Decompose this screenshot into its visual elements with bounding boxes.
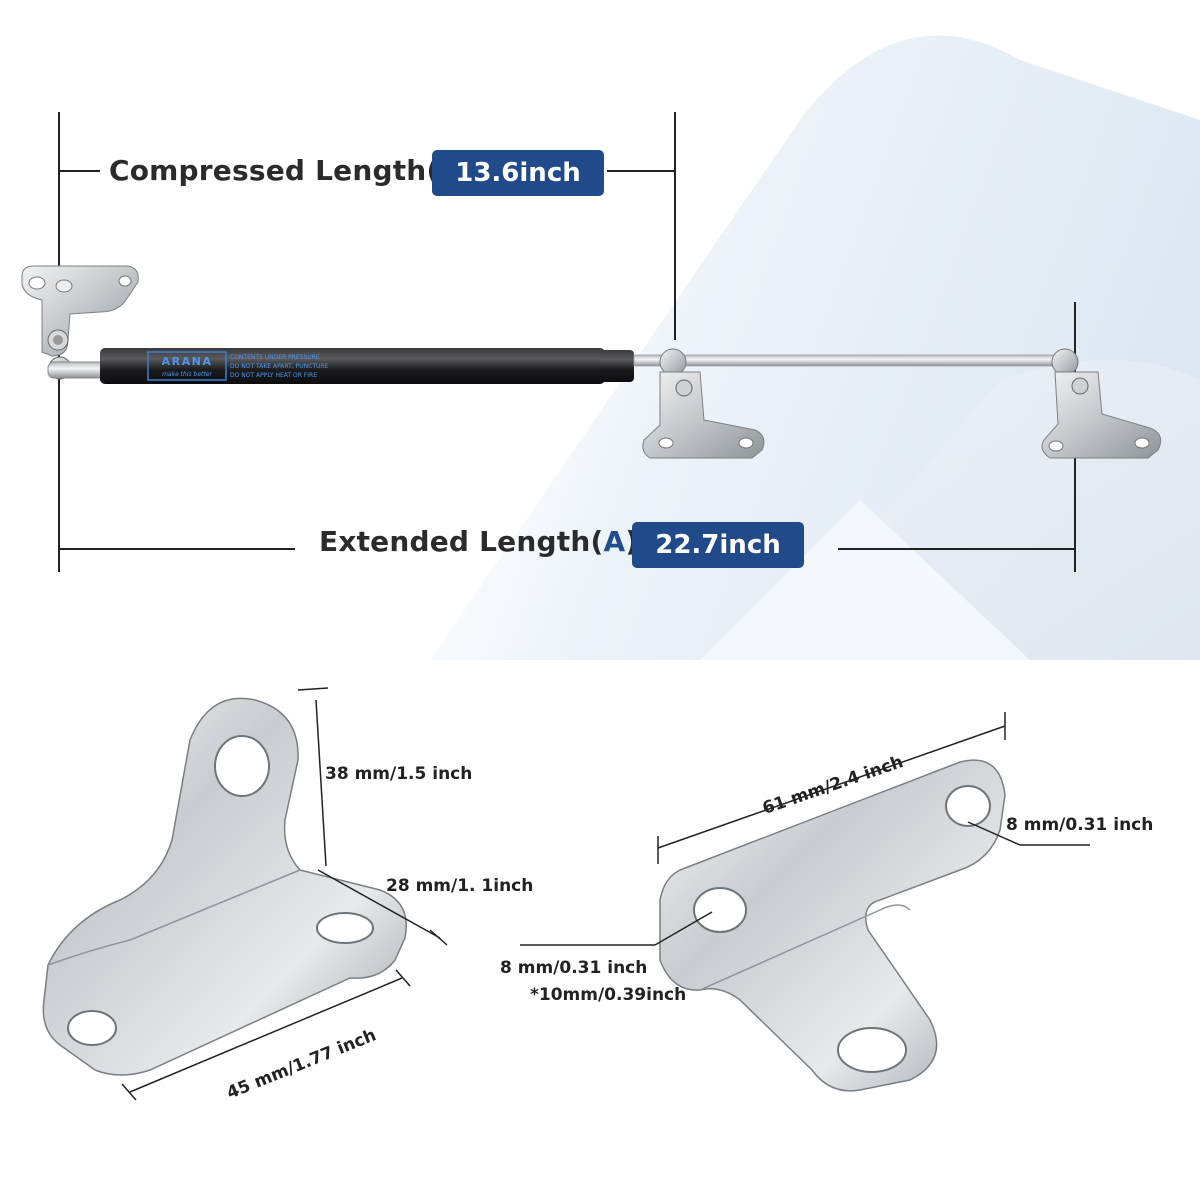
right-bracket-large-hole-label-2: *10mm/0.39inch <box>530 985 687 1005</box>
strut-diagram: ARANA make this better CONTENTS UNDER PR… <box>21 112 1162 572</box>
strut-warning-1: CONTENTS UNDER PRESSURE <box>230 354 320 361</box>
compressed-length-badge: 13.6inch <box>432 150 604 196</box>
strut-warning-3: DO NOT APPLY HEAT OR FIRE <box>230 372 317 379</box>
right-bracket-small-hole-label: 8 mm/0.31 inch <box>1006 815 1154 835</box>
right-mount-bracket <box>1041 348 1162 459</box>
extended-letter: A <box>603 525 626 558</box>
left-bracket-depth-label: 28 mm/1. 1inch <box>386 876 534 896</box>
extended-length-label: Extended Length(A) <box>319 525 638 558</box>
right-bracket-large-hole-label-1: 8 mm/0.31 inch <box>500 958 648 978</box>
left-bracket-detail <box>42 697 407 1076</box>
strut-brand: ARANA <box>162 355 213 368</box>
right-bracket-detail <box>659 759 1006 1092</box>
strut-warning-2: DO NOT TAKE APART, PUNCTURE <box>230 363 329 370</box>
strut-tagline: make this better <box>162 371 212 378</box>
left-mount-bracket <box>21 265 139 380</box>
gas-strut-cylinder: ARANA make this better CONTENTS UNDER PR… <box>100 348 634 384</box>
left-bracket-height-label: 38 mm/1.5 inch <box>325 764 473 784</box>
middle-mount-bracket <box>642 348 765 459</box>
extended-length-badge: 22.7inch <box>632 522 804 568</box>
